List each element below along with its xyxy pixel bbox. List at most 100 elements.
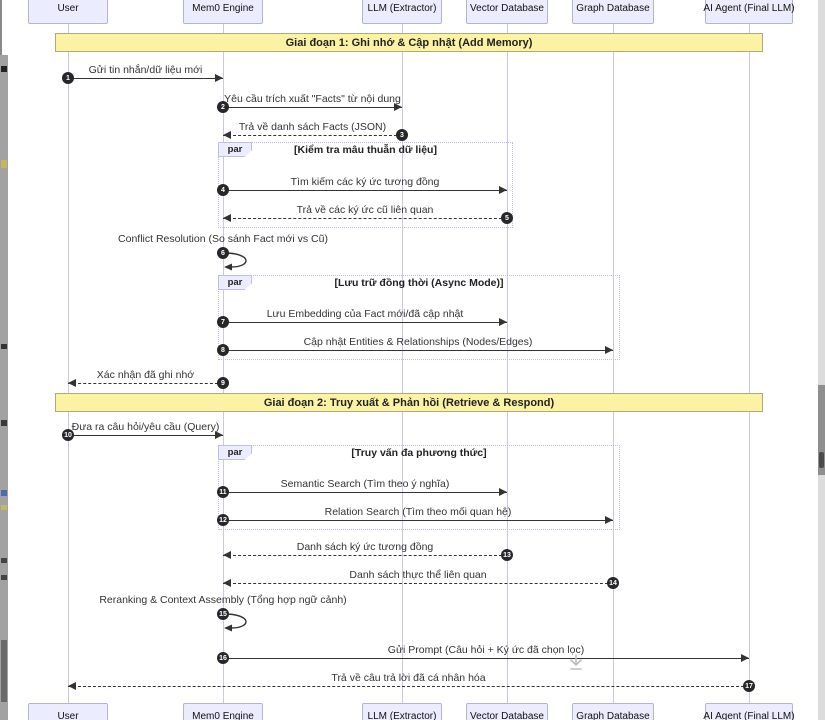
- sequence-number: 1: [62, 72, 74, 84]
- participant-top-1: Mem0 Engine: [183, 0, 263, 24]
- arrowhead-icon: [223, 131, 231, 139]
- message-line: [223, 492, 507, 493]
- par-condition-label: [Lưu trữ đồng thời (Async Mode)]: [334, 277, 504, 289]
- par-tag: par: [218, 142, 252, 157]
- message-label: Conflict Resolution (So sánh Fact mới vs…: [118, 233, 328, 245]
- message-line: [223, 218, 507, 219]
- sequence-number: 6: [217, 247, 229, 259]
- participant-bottom-1: Mem0 Engine: [183, 703, 263, 720]
- arrowhead-icon: [741, 654, 749, 662]
- par-condition-label: [Truy vấn đa phương thức]: [351, 447, 487, 459]
- participant-bottom-5: AI Agent (Final LLM): [703, 703, 795, 720]
- sequence-number: 5: [501, 212, 513, 224]
- phase-banner-2: Giai đoạn 2: Truy xuất & Phản hồi (Retri…: [55, 393, 763, 412]
- left-edge-fragment: [1, 490, 7, 496]
- left-edge-fragment: [1, 344, 7, 349]
- message-label: Cập nhật Entities & Relationships (Nodes…: [303, 336, 533, 348]
- left-edge-fragment: [1, 640, 7, 702]
- arrowhead-icon: [215, 431, 223, 439]
- message-label: Yêu cầu trích xuất "Facts" từ nội dung: [224, 93, 401, 105]
- par-tag: par: [218, 445, 252, 460]
- participant-top-3: Vector Database: [466, 0, 548, 24]
- participant-top-2: LLM (Extractor): [362, 0, 442, 24]
- left-edge-fragment: [1, 558, 7, 563]
- message-label: Trả về các ký ức cũ liên quan: [296, 204, 434, 216]
- message-label: Danh sách thực thể liên quan: [349, 569, 487, 581]
- message-line: [223, 583, 613, 584]
- arrowhead-icon: [223, 551, 231, 559]
- message-line: [223, 658, 749, 659]
- message-label: Trả về danh sách Facts (JSON): [238, 121, 387, 133]
- message-line: [68, 686, 749, 687]
- lifeline-5: [749, 24, 750, 703]
- message-line: [223, 135, 402, 136]
- self-loop-arrow-icon: [223, 611, 259, 635]
- par-tag: par: [218, 275, 252, 290]
- message-label: Tìm kiếm các ký ức tương đồng: [290, 176, 440, 188]
- message-line: [68, 78, 223, 79]
- self-loop-arrow-icon: [223, 250, 259, 274]
- sequence-number: 8: [217, 344, 229, 356]
- download-icon[interactable]: [566, 653, 586, 675]
- left-edge-fragment: [1, 420, 7, 426]
- message-line: [68, 383, 223, 384]
- sequence-number: 14: [607, 577, 619, 589]
- lifeline-3: [507, 24, 508, 703]
- sequence-number: 11: [217, 486, 229, 498]
- left-edge-strip: [0, 55, 8, 720]
- sequence-number: 4: [217, 184, 229, 196]
- arrowhead-icon: [68, 682, 76, 690]
- sequence-number: 10: [62, 429, 74, 441]
- arrowhead-icon: [223, 214, 231, 222]
- message-label: Gửi tin nhắn/dữ liệu mới: [88, 64, 203, 76]
- participant-top-5: AI Agent (Final LLM): [703, 0, 795, 24]
- sequence-number: 12: [217, 514, 229, 526]
- message-label: Xác nhận đã ghi nhớ: [96, 369, 195, 381]
- message-line: [223, 520, 613, 521]
- right-scrollbar-edge: [818, 0, 825, 720]
- participant-top-4: Graph Database: [572, 0, 654, 24]
- sequence-number: 3: [396, 129, 408, 141]
- participant-bottom-3: Vector Database: [466, 703, 548, 720]
- message-line: [223, 107, 402, 108]
- sequence-number: 17: [743, 680, 755, 692]
- sequence-number: 13: [501, 549, 513, 561]
- message-line: [223, 350, 613, 351]
- left-edge-fragment: [1, 160, 7, 168]
- message-label: Semantic Search (Tìm theo ý nghĩa): [280, 478, 450, 490]
- message-label: Danh sách ký ức tương đồng: [296, 541, 434, 553]
- left-edge-fragment: [1, 66, 7, 72]
- arrowhead-icon: [68, 379, 76, 387]
- participant-bottom-4: Graph Database: [572, 703, 654, 720]
- lifeline-2: [402, 24, 403, 703]
- message-label: Reranking & Context Assembly (Tổng hợp n…: [99, 594, 347, 606]
- participant-bottom-2: LLM (Extractor): [362, 703, 442, 720]
- message-line: [68, 435, 223, 436]
- left-edge-fragment: [1, 505, 7, 510]
- message-label: Gửi Prompt (Câu hỏi + Ký ức đã chọn lọc): [387, 644, 585, 656]
- message-label: Lưu Embedding của Fact mới/đã cập nhật: [266, 308, 464, 320]
- arrowhead-icon: [499, 488, 507, 496]
- message-line: [223, 190, 507, 191]
- message-label: Đưa ra câu hỏi/yêu cầu (Query): [71, 421, 220, 433]
- sequence-number: 16: [217, 652, 229, 664]
- message-label: Relation Search (Tìm theo mối quan hệ): [324, 506, 512, 518]
- arrowhead-icon: [394, 103, 402, 111]
- lifeline-4: [613, 24, 614, 703]
- message-line: [223, 322, 507, 323]
- par-condition-label: [Kiểm tra mâu thuẫn dữ liệu]: [294, 144, 437, 156]
- participant-bottom-0: User: [28, 703, 108, 720]
- arrowhead-icon: [215, 74, 223, 82]
- phase-banner-1: Giai đoạn 1: Ghi nhớ & Cập nhật (Add Mem…: [55, 33, 763, 52]
- lifeline-0: [68, 24, 69, 703]
- arrowhead-icon: [605, 346, 613, 354]
- arrowhead-icon: [499, 318, 507, 326]
- arrowhead-icon: [499, 186, 507, 194]
- scrollbar-mark: [819, 452, 824, 468]
- scrollbar-thumb[interactable]: [818, 385, 825, 475]
- sequence-number: 2: [217, 101, 229, 113]
- message-line: [223, 555, 507, 556]
- sequence-number: 15: [217, 608, 229, 620]
- message-label: Trả về câu trả lời đã cá nhân hóa: [331, 672, 486, 684]
